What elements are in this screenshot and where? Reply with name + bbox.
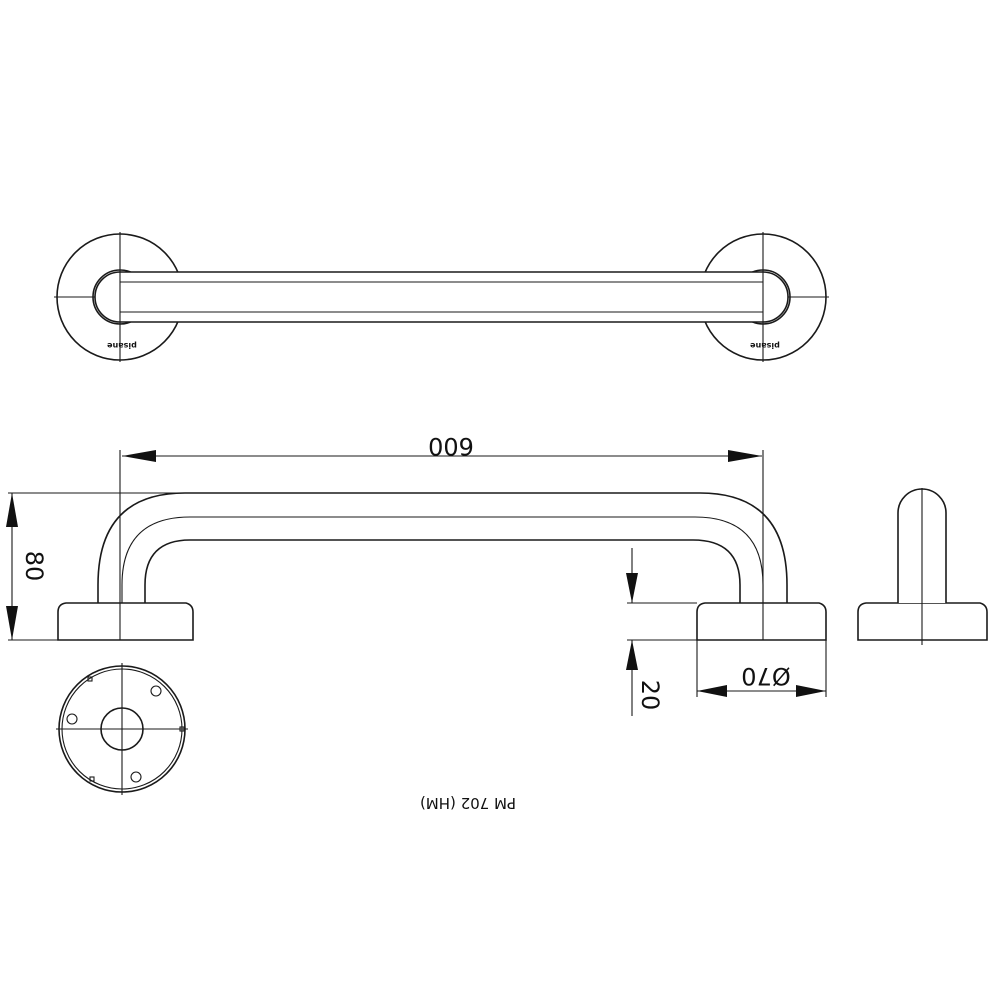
- flange-bottom-view: [56, 663, 188, 795]
- side-view: [857, 488, 988, 645]
- front-view-bar-outer: [97, 492, 788, 603]
- dimension-flange-diameter: Ø70: [696, 640, 827, 697]
- dimension-height: 80: [6, 492, 190, 641]
- front-view-right-base: [696, 602, 827, 641]
- dimension-height-label: 80: [20, 551, 48, 582]
- dimension-length: 600: [122, 432, 762, 462]
- screw-hole: [66, 713, 78, 725]
- front-view-left-base: [57, 602, 194, 641]
- brand-mark-right: pisane: [750, 341, 780, 350]
- top-view-bar: [94, 271, 789, 323]
- front-view-bar-inner: [144, 539, 741, 603]
- side-view-base: [857, 602, 988, 641]
- dimension-base-thickness-label: 20: [636, 680, 664, 711]
- front-view: 600 80 20 Ø70: [6, 432, 827, 716]
- top-view: pisane pisane: [54, 232, 829, 362]
- dimension-base-thickness: 20: [626, 548, 697, 716]
- dimension-length-label: 600: [428, 432, 474, 460]
- screw-hole: [150, 685, 162, 697]
- model-caption: PM 702 (HM): [420, 794, 516, 812]
- screw-hole: [130, 771, 142, 783]
- brand-mark-left: pisane: [107, 341, 137, 350]
- dimension-flange-diameter-label: Ø70: [741, 662, 790, 690]
